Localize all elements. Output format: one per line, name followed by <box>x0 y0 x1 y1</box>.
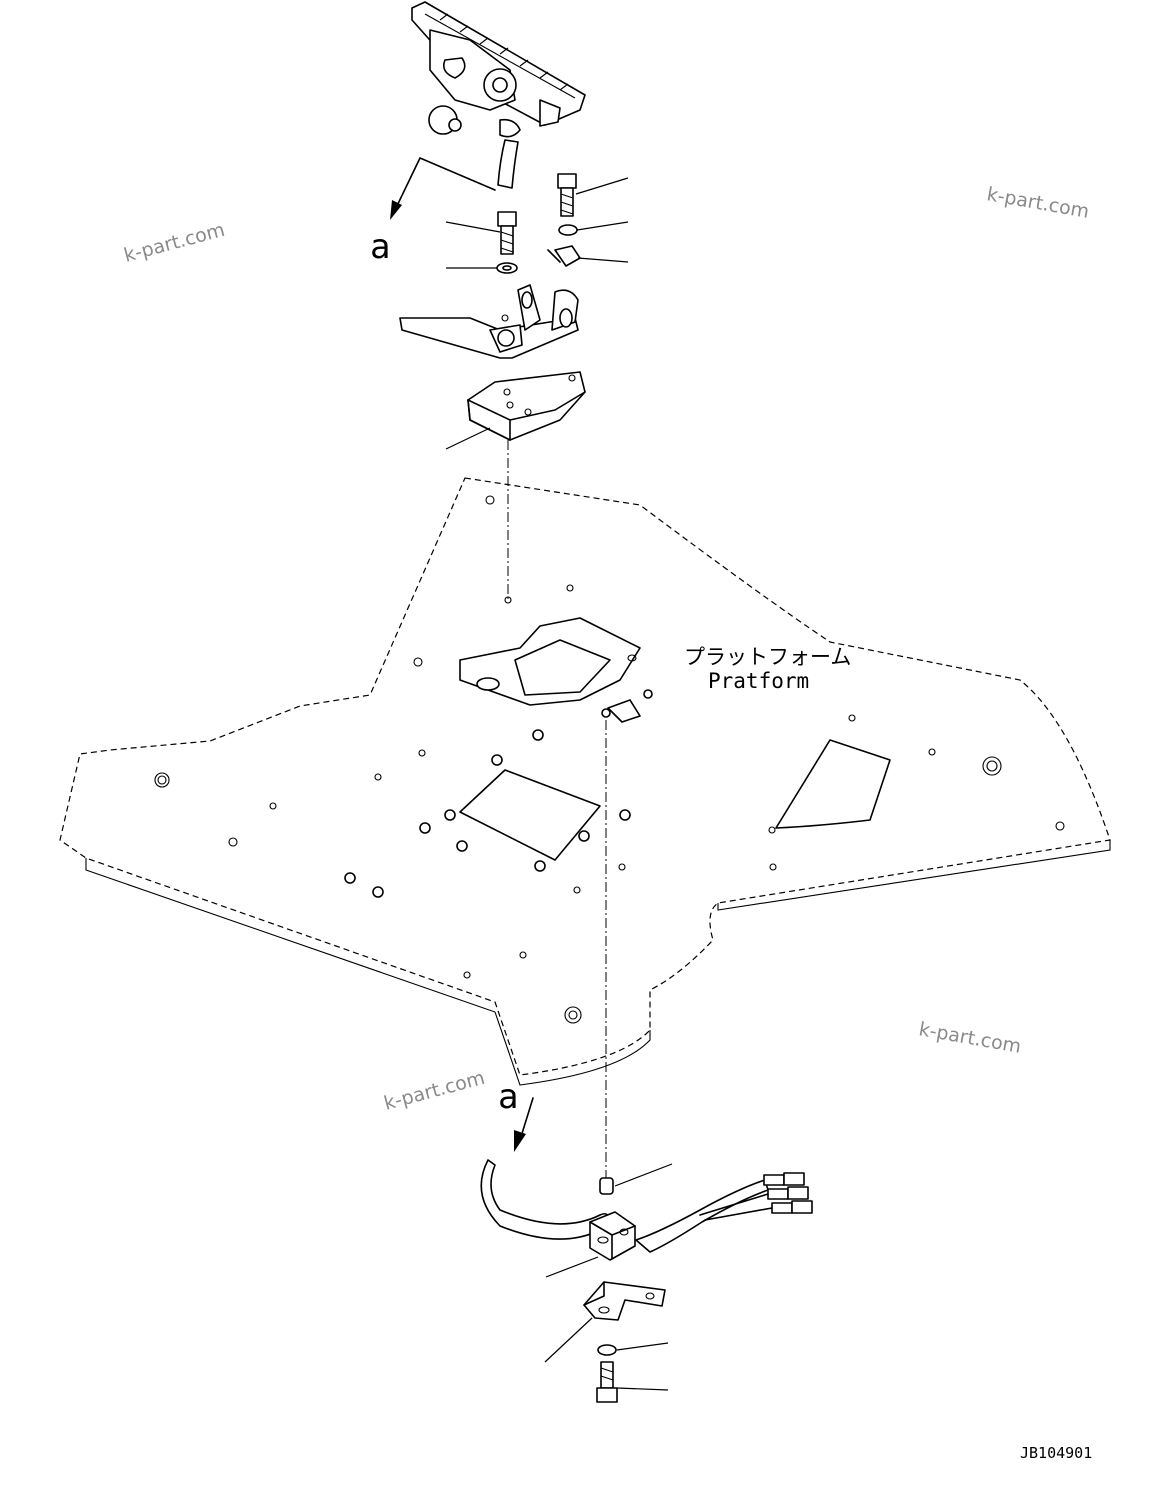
watermark: k-part.com <box>917 1018 1023 1058</box>
platform-en-label: Pratform <box>708 669 809 693</box>
bolt-icon <box>596 1361 618 1403</box>
wire-connector-icon <box>699 1172 813 1221</box>
drawing-number: JB104901 <box>1020 1444 1092 1462</box>
pedal-bracket-icon <box>399 284 579 359</box>
spacer-block-icon <box>467 371 586 441</box>
platform-jp-label: プラットフォーム <box>684 645 851 669</box>
position-sensor-icon <box>480 1159 769 1261</box>
view-a-label-bottom: a <box>498 1077 518 1117</box>
bolt-icon <box>497 211 517 255</box>
watermark: k-part.com <box>985 183 1091 223</box>
washer-icon <box>496 262 518 274</box>
bolt-icon <box>557 173 577 217</box>
washer-icon <box>558 224 578 236</box>
sensor-bracket-icon <box>583 1281 666 1321</box>
view-a-label: a <box>370 227 390 267</box>
collar-icon <box>599 1177 614 1195</box>
washer-icon <box>597 1344 617 1356</box>
accelerator-pedal-icon <box>411 1 586 189</box>
lock-plate-icon <box>547 245 581 267</box>
watermark: k-part.com <box>122 219 228 267</box>
watermark: k-part.com <box>382 1067 488 1115</box>
platform-plate-icon <box>59 477 1111 1086</box>
